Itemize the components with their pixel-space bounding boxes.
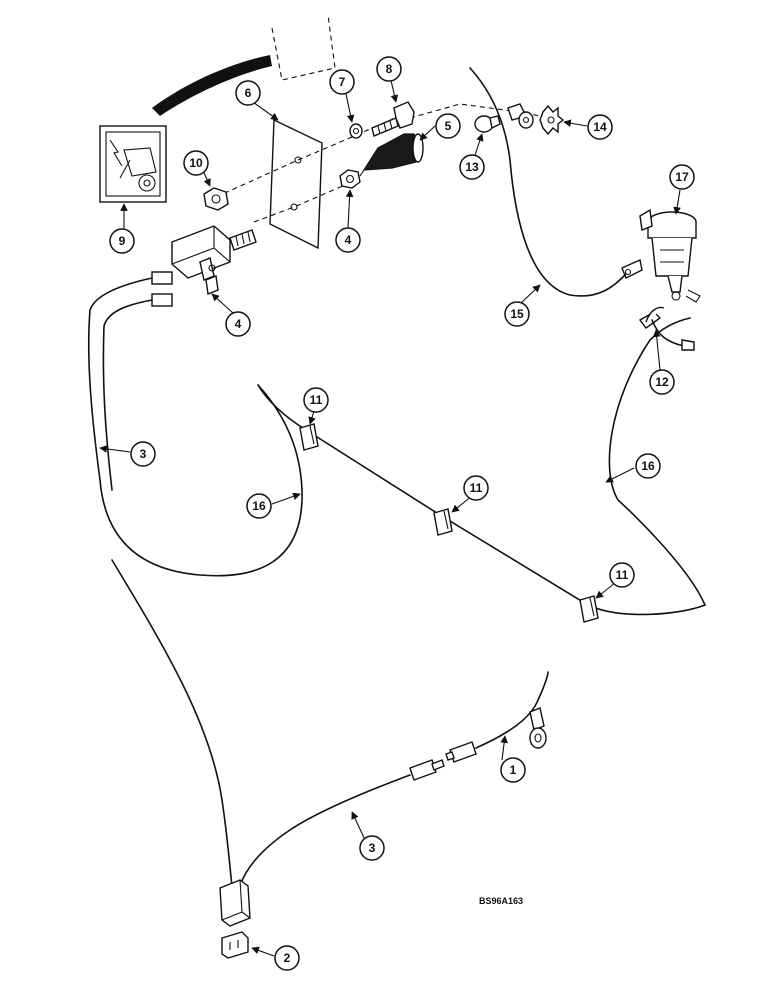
svg-text:11: 11 <box>310 393 323 407</box>
harness-3-upper <box>87 277 303 577</box>
callout-4-b: 4 <box>225 311 251 337</box>
svg-text:2: 2 <box>284 951 291 965</box>
callout-11-a: 11 <box>303 387 329 413</box>
wire-1 <box>475 671 549 749</box>
decal <box>99 125 167 203</box>
svg-text:14: 14 <box>593 120 607 134</box>
callout-15: 15 <box>504 301 530 327</box>
drawing-code: BS96A163 <box>479 896 523 906</box>
callout-7: 7 <box>329 69 355 95</box>
svg-text:8: 8 <box>386 62 393 76</box>
terminal-14 <box>507 103 565 136</box>
callout-12: 12 <box>649 369 675 395</box>
mounting-plate <box>269 118 323 250</box>
splice-connector <box>409 741 477 781</box>
svg-text:16: 16 <box>252 499 266 513</box>
switch <box>151 225 257 307</box>
callout-4-a: 4 <box>335 227 361 253</box>
callout-11-c: 11 <box>609 562 635 588</box>
callout-2: 2 <box>274 945 300 971</box>
callout-6: 6 <box>235 80 261 106</box>
svg-text:7: 7 <box>339 75 346 89</box>
nut-10 <box>203 187 229 211</box>
pin-13 <box>474 115 501 133</box>
svg-text:17: 17 <box>675 170 689 184</box>
callout-3-b: 3 <box>359 835 385 861</box>
callout-13: 13 <box>459 154 485 180</box>
leader-band <box>152 55 272 116</box>
ground-strap <box>638 306 695 351</box>
callout-17: 17 <box>669 164 695 190</box>
svg-text:4: 4 <box>345 233 352 247</box>
svg-text:10: 10 <box>189 156 203 170</box>
svg-text:3: 3 <box>140 447 147 461</box>
panel-outline <box>271 14 336 81</box>
harness-16 <box>257 384 706 616</box>
svg-text:13: 13 <box>465 160 479 174</box>
power-outlet <box>639 208 701 303</box>
svg-text:4: 4 <box>235 317 242 331</box>
svg-text:5: 5 <box>445 119 452 133</box>
callout-5: 5 <box>435 113 461 139</box>
nut-4-upper <box>339 169 361 189</box>
callout-16-a: 16 <box>246 493 272 519</box>
washer-7 <box>349 123 363 139</box>
svg-text:6: 6 <box>245 86 252 100</box>
svg-text:16: 16 <box>641 459 655 473</box>
connector-2 <box>219 879 251 959</box>
svg-text:11: 11 <box>616 568 629 582</box>
callout-9: 9 <box>109 228 135 254</box>
clip-11-c <box>579 595 599 623</box>
rubber-boot <box>359 133 424 177</box>
callout-3-a: 3 <box>130 441 156 467</box>
clip-11-b <box>433 508 453 536</box>
callout-8: 8 <box>376 56 402 82</box>
screw-8 <box>371 101 415 137</box>
callout-10: 810 <box>183 150 209 176</box>
svg-text:3: 3 <box>369 841 376 855</box>
svg-text:12: 12 <box>655 375 669 389</box>
harness-3-lower <box>111 559 233 887</box>
callout-1: 1 <box>500 757 526 783</box>
svg-text:1: 1 <box>510 763 517 777</box>
svg-text:9: 9 <box>119 234 126 248</box>
callout-16-b: 16 <box>635 453 661 479</box>
svg-text:11: 11 <box>470 481 483 495</box>
callout-14: 14 <box>587 114 613 140</box>
wire-15 <box>469 67 627 297</box>
clip-11-a <box>299 423 319 451</box>
svg-text:15: 15 <box>510 307 524 321</box>
callout-11-b: 11 <box>463 475 489 501</box>
